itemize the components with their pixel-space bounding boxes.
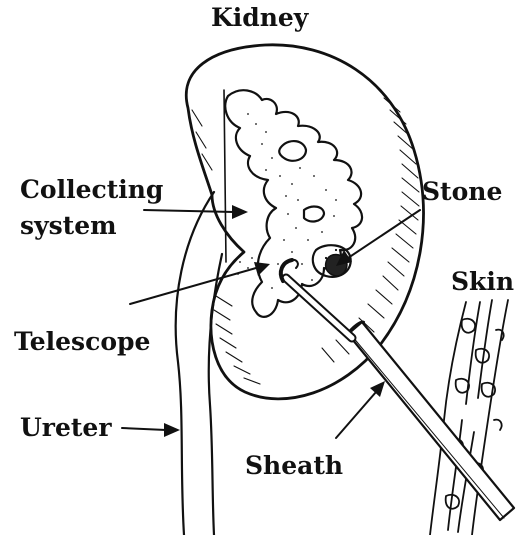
ureter-label: Ureter [20, 414, 112, 442]
collecting-arrow [144, 205, 248, 219]
ureter-arrow [122, 423, 180, 437]
telescope-arrow [130, 262, 270, 304]
kidney-outline [186, 45, 423, 399]
collecting-system-label-line2: system [20, 212, 117, 240]
stone-arrow [336, 210, 420, 266]
collecting-system-label-line1: Collecting [20, 176, 163, 204]
ureter-tube [176, 192, 222, 535]
sheath-arrow [336, 381, 385, 438]
kidney-label: Kidney [211, 4, 308, 32]
telescope-label: Telescope [14, 328, 150, 356]
sheath-label: Sheath [245, 452, 343, 480]
kidney-leader-line [224, 90, 226, 262]
stone-label: Stone [422, 178, 502, 206]
skin-label: Skin [451, 268, 514, 296]
sheath [346, 322, 514, 520]
